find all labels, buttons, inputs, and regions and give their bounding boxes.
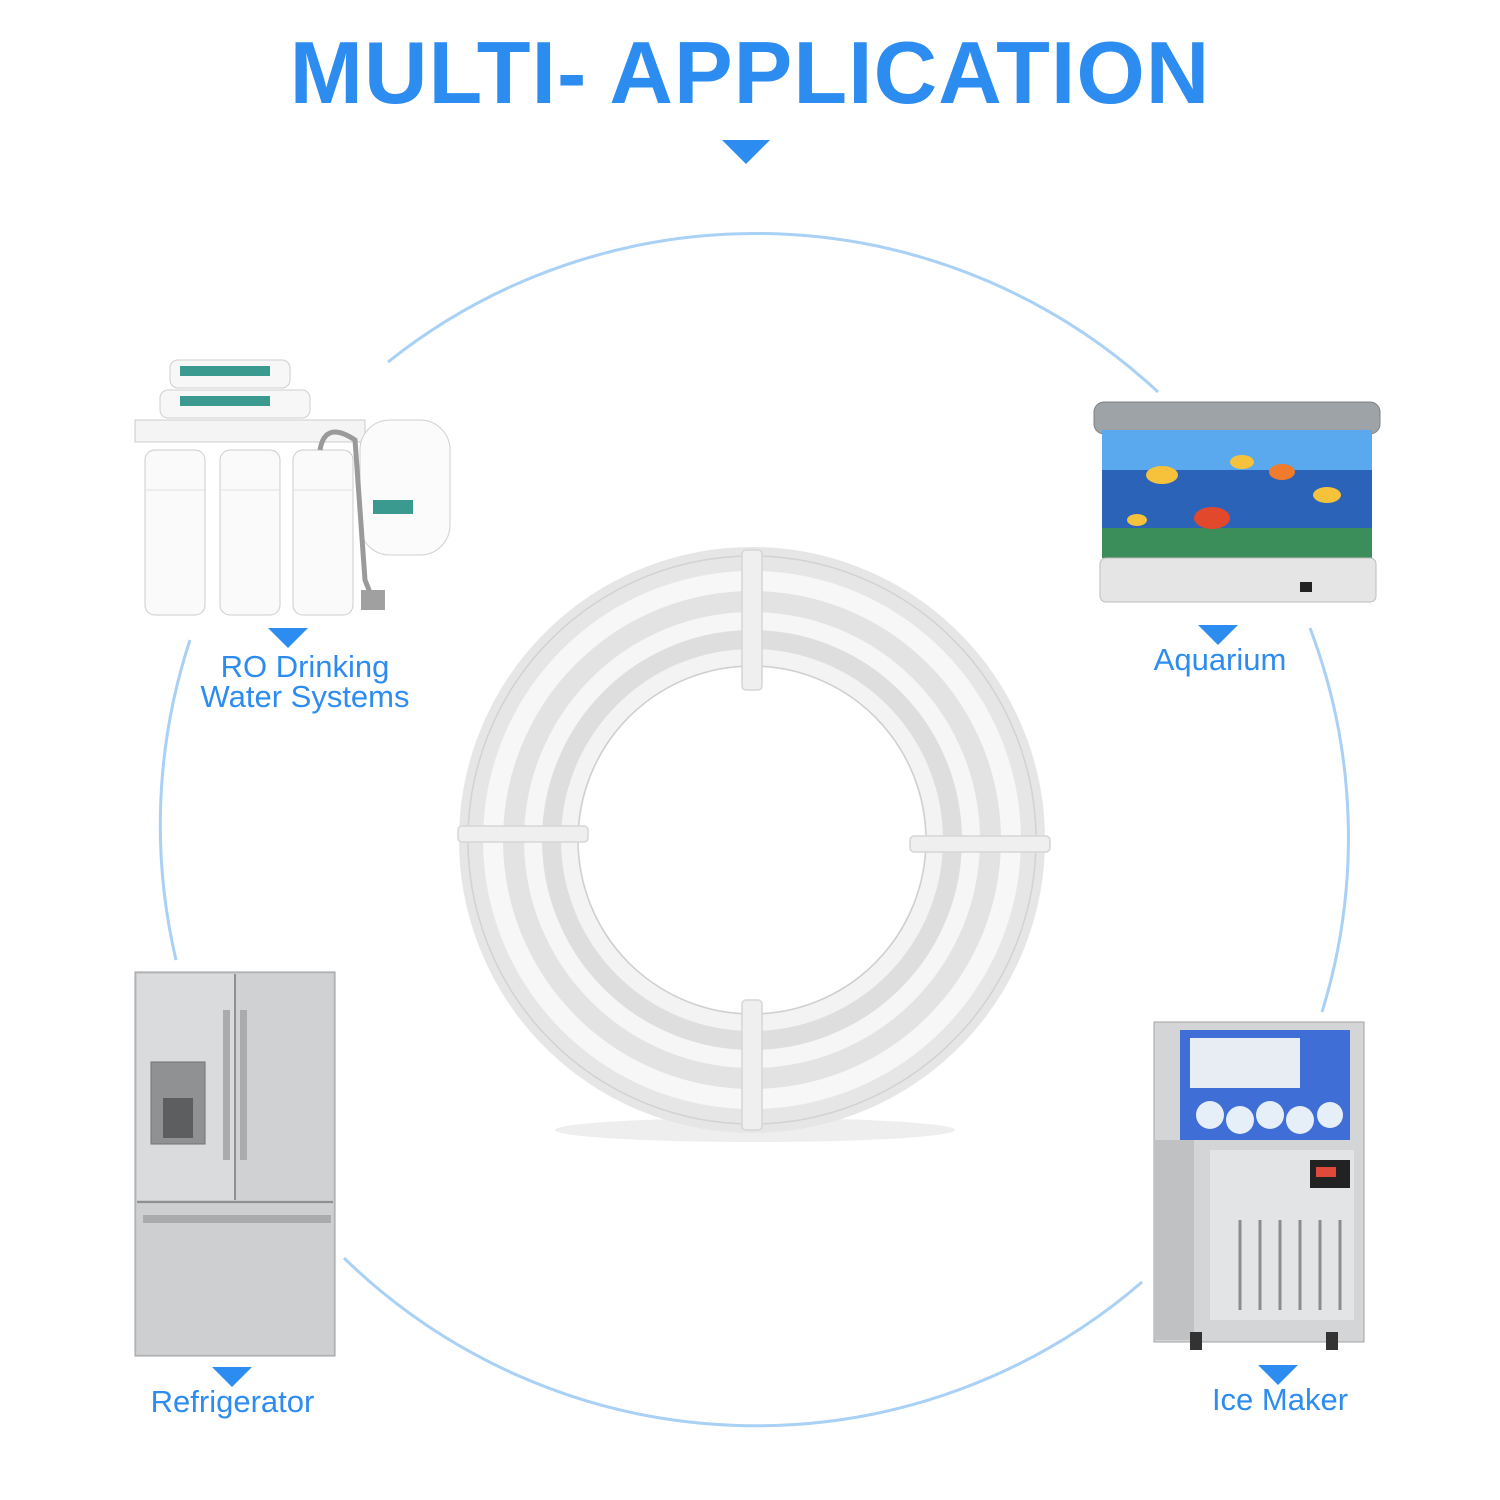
refrigerator-label: Refrigerator [150, 1384, 315, 1419]
ring-arc-top [387, 231, 1160, 394]
page-title: MULTI- APPLICATION [289, 23, 1211, 122]
refrigerator-arrow-icon [212, 1367, 252, 1387]
ring-arc-left [158, 639, 192, 961]
ro-arrow-icon [268, 628, 308, 648]
ro-system-image [134, 359, 451, 616]
title-arrow-icon [722, 140, 770, 164]
ice-maker-image [1153, 1021, 1365, 1350]
ring-arc-right [1308, 627, 1350, 1013]
refrigerator-image [134, 971, 336, 1357]
aquarium-image [1093, 401, 1381, 603]
tubing-coil-image [457, 547, 1051, 1142]
aquarium-label: Aquarium [1153, 642, 1287, 677]
ice-maker-label: Ice Maker [1211, 1382, 1349, 1417]
ice-maker-arrow-icon [1258, 1365, 1298, 1385]
aquarium-arrow-icon [1198, 625, 1238, 645]
ro-label-line2: Water Systems [200, 679, 410, 714]
ring-arc-bottom [342, 1256, 1143, 1428]
ro-label-line1: RO Drinking [220, 649, 390, 684]
ro-label: RO Drinking Water Systems [150, 649, 460, 714]
